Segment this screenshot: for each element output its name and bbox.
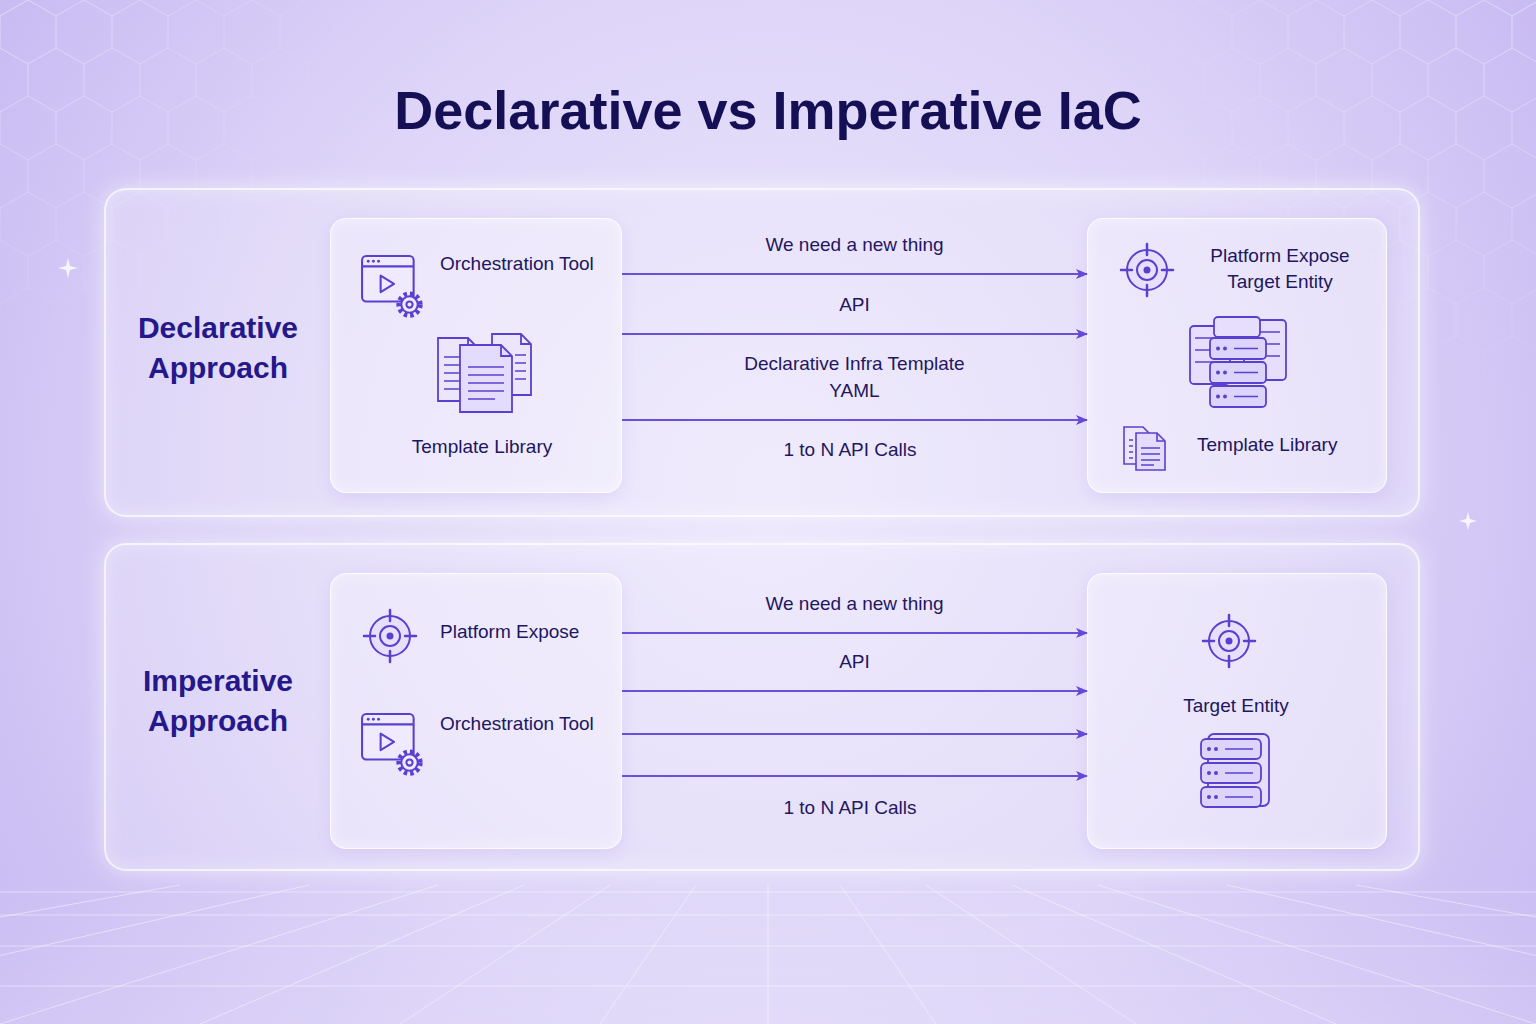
server-stack-icon — [1201, 734, 1269, 807]
component-box: Platform Expose Target EntityTemplate Li… — [1087, 218, 1387, 493]
grid-line — [600, 885, 696, 1024]
flow-arrow — [622, 775, 1087, 777]
approach-panel: Imperative Approach Platform ExposeOrches… — [104, 543, 1420, 871]
panel-heading: Imperative Approach — [128, 661, 308, 741]
grid-line — [400, 885, 610, 1024]
target-icon — [1121, 244, 1173, 296]
flow-arrow — [622, 632, 1087, 634]
component-box: Target Entity — [1087, 573, 1387, 849]
grid-line — [1227, 885, 1536, 1024]
grid-line — [200, 885, 524, 1024]
sparkle — [1459, 512, 1477, 530]
component-box: Orchestration ToolTemplate Library — [330, 218, 622, 493]
component-label: Orchestration Tool — [440, 711, 620, 737]
component-label: Target Entity — [1136, 693, 1336, 719]
component-label: Platform Expose Target Entity — [1195, 243, 1365, 295]
panel-heading: Declarative Approach — [128, 308, 308, 388]
floor-glow — [0, 880, 1536, 1024]
grid-line — [1012, 885, 1336, 1024]
servers-icon — [1190, 317, 1286, 407]
approach-panel: Declarative Approach Orchestration ToolTe… — [104, 188, 1420, 517]
component-box: Platform ExposeOrchestration Tool — [330, 573, 622, 849]
grid-line — [1356, 885, 1536, 1024]
component-label: Template Library — [1197, 432, 1377, 458]
grid-line — [926, 885, 1136, 1024]
component-label: Platform Expose — [440, 619, 620, 645]
grid-line — [0, 885, 309, 1024]
document-icon — [1124, 427, 1165, 470]
flow-arrow — [622, 273, 1087, 275]
component-label: Template Library — [382, 434, 582, 460]
diagram-title: Declarative vs Imperative IaC — [0, 78, 1536, 142]
orchestration-icon — [362, 256, 420, 315]
grid-line — [840, 885, 936, 1024]
perspective-grid — [0, 885, 1536, 1024]
flow-arrow — [622, 690, 1087, 692]
grid-line — [0, 885, 180, 1024]
flow-arrow — [622, 733, 1087, 735]
grid-line — [0, 885, 438, 1024]
template-library-icon — [438, 334, 531, 412]
target-icon — [364, 610, 416, 662]
component-label: Orchestration Tool — [440, 251, 620, 277]
flow-arrow — [622, 419, 1087, 421]
orchestration-icon — [362, 714, 420, 773]
sparkle — [58, 258, 78, 278]
target-icon — [1203, 615, 1255, 667]
flow-arrow — [622, 333, 1087, 335]
grid-line — [768, 885, 769, 1024]
